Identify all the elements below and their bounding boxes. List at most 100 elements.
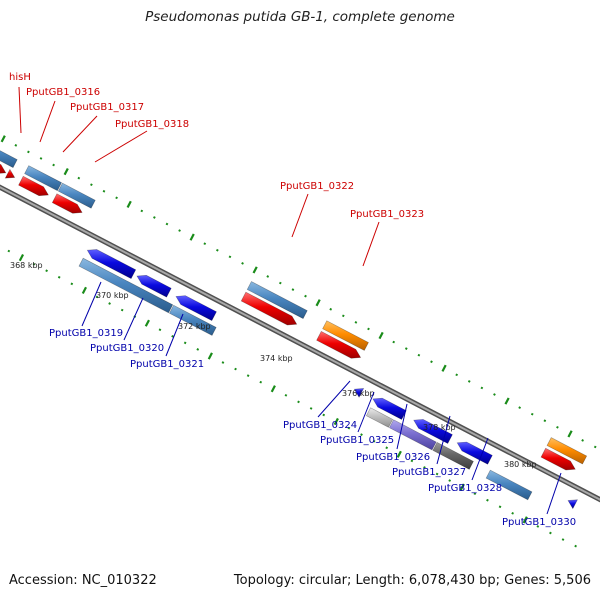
gene-bar-rev [485, 469, 533, 501]
leader-line [317, 380, 351, 418]
lower-tick [309, 407, 313, 410]
upper-tick [90, 183, 93, 187]
lower-tick [297, 400, 300, 404]
leader-line [471, 437, 489, 481]
lower-tick [108, 302, 111, 305]
upper-tick [153, 216, 156, 219]
gene-label-reverse: PputGB1_0324 [283, 420, 357, 431]
lower-tick [234, 367, 237, 371]
lower-tick [549, 531, 552, 535]
lower-tick [95, 295, 99, 299]
lower-tick [7, 249, 11, 253]
lower-tick [183, 341, 187, 345]
upper-tick [178, 229, 181, 232]
lower-tick [435, 472, 439, 476]
lower-tick [385, 446, 389, 450]
cds-arrow-rev [86, 249, 137, 280]
gene-bar-rev [432, 442, 474, 470]
leader-line [546, 472, 562, 515]
upper-tick [77, 176, 81, 180]
lower-tick [561, 538, 565, 541]
lower-tick [221, 361, 225, 364]
lower-tick [45, 269, 48, 273]
upper-tick [417, 353, 421, 357]
tick-label: 368 kbp [10, 261, 43, 270]
tick-label: 372 kbp [178, 322, 211, 331]
leader-line [62, 115, 98, 153]
backbone-layer [0, 184, 600, 503]
lower-tick [473, 492, 477, 496]
upper-tick [291, 288, 295, 291]
upper-tick [467, 380, 471, 383]
lower-tick [171, 334, 174, 338]
lower-tick [196, 348, 200, 351]
upper-tick [341, 314, 345, 318]
upper-tick [126, 200, 132, 208]
tick-label: 374 kbp [260, 354, 293, 363]
gene-label-reverse: PputGB1_0327 [392, 467, 466, 478]
feature-layer [0, 150, 588, 510]
gene-label-reverse: PputGB1_0325 [320, 435, 394, 446]
lower-tick [410, 459, 414, 463]
lower-tick [522, 516, 528, 524]
lower-tick [333, 417, 339, 426]
upper-tick [329, 307, 333, 311]
tick-label: 370 kbp [96, 291, 129, 300]
upper-tick [392, 340, 396, 344]
gene-bar [0, 150, 18, 168]
upper-tick [165, 222, 169, 226]
cds-arrow [4, 168, 16, 179]
upper-tick [14, 143, 18, 147]
leader-line [165, 313, 184, 357]
lower-tick [322, 413, 326, 417]
lower-tick [486, 498, 489, 502]
cds-arrow [18, 175, 49, 197]
lower-tick [70, 282, 74, 286]
cds-arrow [0, 163, 7, 174]
lower-tick [448, 479, 452, 482]
gene-bar [57, 182, 96, 209]
lower-tick [360, 433, 363, 436]
lower-tick [246, 374, 250, 377]
lower-tick [207, 352, 213, 360]
gene-bar [246, 281, 308, 319]
lower-tick [18, 254, 25, 262]
gene-label-reverse: PputGB1_0320 [90, 343, 164, 354]
upper-tick [315, 299, 321, 307]
upper-tick [278, 281, 282, 285]
upper-tick [518, 406, 521, 409]
leader-line [94, 130, 148, 163]
gene-label-reverse: PputGB1_0328 [428, 483, 502, 494]
upper-tick [567, 430, 573, 438]
lower-tick [459, 483, 465, 491]
upper-tick [102, 189, 106, 193]
lower-tick [57, 275, 61, 279]
rna-bar [546, 437, 588, 465]
upper-tick [304, 294, 307, 298]
upper-tick [266, 275, 270, 278]
cds-arrow-rev [456, 441, 493, 465]
lower-tick [158, 328, 162, 332]
gene-label-reverse: PputGB1_0319 [49, 328, 123, 339]
lower-tick [423, 466, 426, 469]
upper-tick [581, 439, 584, 442]
gene-bar [24, 165, 62, 192]
cds-arrow-rev [567, 499, 578, 510]
upper-tick [367, 327, 370, 331]
leader-line [123, 297, 144, 341]
leader-line [362, 221, 380, 267]
rna-bar [322, 320, 369, 351]
upper-tick [378, 331, 384, 340]
upper-tick [543, 419, 547, 423]
tick-label: 380 kbp [504, 460, 537, 469]
tick-label: 378 kbp [423, 423, 456, 432]
upper-tick [493, 393, 496, 396]
upper-tick [39, 157, 43, 160]
lower-tick [81, 286, 87, 295]
topology-text: Topology: circular; Length: 6,078,430 bp… [233, 573, 591, 588]
lower-tick [259, 380, 263, 384]
lower-tick [396, 450, 402, 458]
cds-arrow-rev [353, 388, 365, 398]
